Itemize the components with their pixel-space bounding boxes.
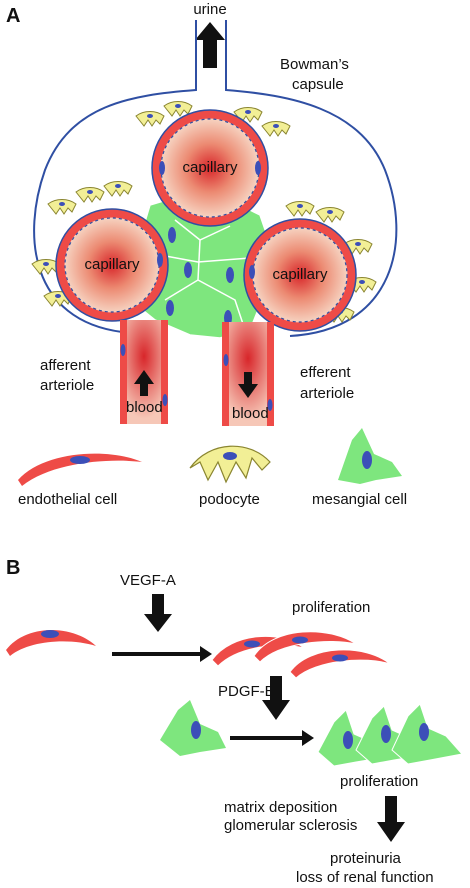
efferent-label-line1: efferent xyxy=(300,364,351,381)
mesangial-proliferation-arrow xyxy=(230,730,314,746)
urine-label: urine xyxy=(193,1,226,18)
mesangial-cells-proliferated xyxy=(317,703,463,767)
endothelial-proliferation-arrow xyxy=(112,646,212,662)
afferent-blood-label: blood xyxy=(126,399,163,416)
afferent-blood-arrow xyxy=(134,370,154,396)
proliferation-bottom-label: proliferation xyxy=(340,773,418,790)
capillary-left: capillary xyxy=(55,208,169,322)
sclerosis-arrow xyxy=(377,796,405,842)
legend-endothelial-label: endothelial cell xyxy=(18,491,117,508)
glomerular-sclerosis-label: glomerular sclerosis xyxy=(224,817,357,834)
capillary-top-label: capillary xyxy=(182,159,238,176)
afferent-label-line1: afferent xyxy=(40,357,91,374)
capillary-right: capillary xyxy=(243,218,357,332)
legend-endothelial-cell xyxy=(18,453,142,486)
pdgf-label: PDGF-B xyxy=(218,683,275,700)
bowmans-label-line1: Bowman’s xyxy=(280,56,349,73)
legend-podocyte-label: podocyte xyxy=(199,491,260,508)
pdgf-arrow xyxy=(262,676,290,720)
capillary-top: capillary xyxy=(151,109,269,227)
bowmans-label-line2: capsule xyxy=(292,76,344,93)
efferent-blood-label: blood xyxy=(232,405,269,422)
efferent-arteriole xyxy=(222,322,274,426)
legend-podocyte xyxy=(189,445,271,484)
efferent-blood-arrow xyxy=(238,372,258,398)
panel-b-label: B xyxy=(6,557,20,579)
afferent-arteriole xyxy=(120,320,168,424)
efferent-label-line2: arteriole xyxy=(300,385,354,402)
mesangial-cell-before xyxy=(160,700,226,756)
loss-of-renal-function-label: loss of renal function xyxy=(296,869,434,886)
proliferation-top-label: proliferation xyxy=(292,599,370,616)
urine-arrow xyxy=(195,22,225,68)
legend-mesangial-cell xyxy=(338,428,402,484)
vegf-arrow xyxy=(144,594,172,632)
mesangial-cluster xyxy=(129,195,273,339)
matrix-deposition-label: matrix deposition xyxy=(224,799,337,816)
panel-a-label: A xyxy=(6,5,20,27)
vegf-label: VEGF-A xyxy=(120,572,176,589)
capillary-right-label: capillary xyxy=(272,266,328,283)
endothelial-cell-before xyxy=(6,629,96,656)
afferent-label-line2: arteriole xyxy=(40,377,94,394)
legend-mesangial-label: mesangial cell xyxy=(312,491,407,508)
proteinuria-label: proteinuria xyxy=(330,850,402,867)
endothelial-cells-proliferated xyxy=(211,631,391,679)
capillary-left-label: capillary xyxy=(84,256,140,273)
